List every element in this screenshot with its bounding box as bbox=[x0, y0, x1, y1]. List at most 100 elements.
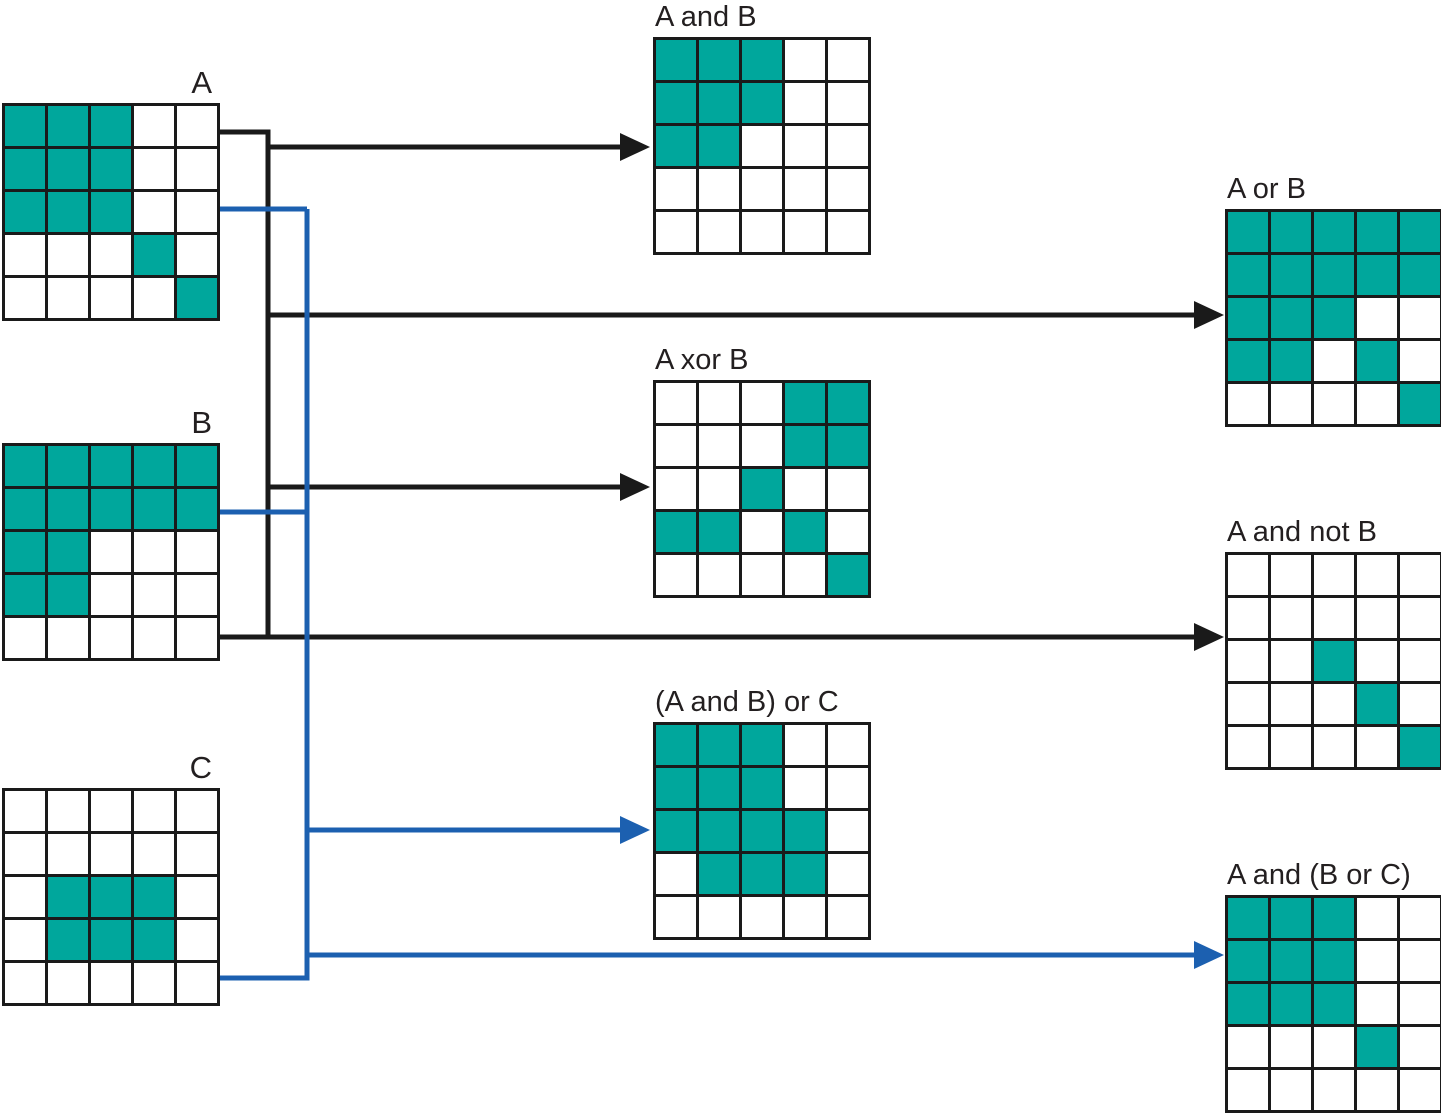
output-a-and-b-or-c-2-cell-r3c4 bbox=[1400, 1027, 1440, 1067]
arrowhead-a-and-not-b-icon bbox=[1194, 623, 1224, 651]
output-a-and-b-or-c-2-cell-r0c0 bbox=[1228, 898, 1268, 938]
output-a-and-b-cell-r0c2 bbox=[742, 40, 782, 80]
input-b-cell-r2c4 bbox=[177, 532, 217, 572]
output-a-and-b-or-c-cell-r1c4 bbox=[828, 768, 868, 808]
input-a-cell-r4c2 bbox=[91, 278, 131, 318]
output-a-and-b-or-c-2-cell-r0c3 bbox=[1357, 898, 1397, 938]
output-a-and-not-b-cell-r2c4 bbox=[1400, 641, 1440, 681]
grid-input-a-label: A bbox=[191, 65, 212, 100]
output-a-xor-b-cell-r2c4 bbox=[828, 469, 868, 509]
output-a-and-not-b-cell-r1c0 bbox=[1228, 598, 1268, 638]
grid-output-a-and-b-or-c-label: (A and B) or C bbox=[655, 686, 839, 718]
input-a-cell-r3c2 bbox=[91, 235, 131, 275]
output-a-or-b-cell-r0c1 bbox=[1271, 212, 1311, 252]
input-b-cell-r3c1 bbox=[48, 575, 88, 615]
input-c-cell-r2c1 bbox=[48, 877, 88, 917]
output-a-and-not-b-cell-r4c4 bbox=[1400, 727, 1440, 767]
output-a-and-not-b-cell-r3c3 bbox=[1357, 684, 1397, 724]
output-a-xor-b-cell-r2c2 bbox=[742, 469, 782, 509]
input-b-cell-r4c2 bbox=[91, 618, 131, 658]
output-a-and-b-cell-r2c0 bbox=[656, 126, 696, 166]
blue-connector-network bbox=[217, 206, 1224, 981]
output-a-and-b-or-c-2-cell-r0c1 bbox=[1271, 898, 1311, 938]
input-c-cell-r3c0 bbox=[5, 920, 45, 960]
output-a-and-not-b-cell-r1c2 bbox=[1314, 598, 1354, 638]
arrowhead-a-and-b-or-c-icon bbox=[620, 816, 650, 844]
input-c-cell-r0c4 bbox=[177, 791, 217, 831]
output-a-xor-b-cell-r0c3 bbox=[785, 383, 825, 423]
input-c-cell-r4c0 bbox=[5, 963, 45, 1003]
output-a-and-b-or-c-2-cell-r2c0 bbox=[1228, 984, 1268, 1024]
output-a-and-b-or-c-2-cell-r1c4 bbox=[1400, 941, 1440, 981]
input-b-cell-r1c2 bbox=[91, 489, 131, 529]
output-a-and-b-or-c-2-cell-r1c3 bbox=[1357, 941, 1397, 981]
output-a-xor-b-cell-r1c4 bbox=[828, 426, 868, 466]
output-a-and-b-cell-r0c4 bbox=[828, 40, 868, 80]
output-a-and-not-b-cell-r4c0 bbox=[1228, 727, 1268, 767]
input-b-cell-r2c2 bbox=[91, 532, 131, 572]
output-a-and-b-cell-r1c0 bbox=[656, 83, 696, 123]
input-c-cell-r1c3 bbox=[134, 834, 174, 874]
output-a-and-not-b-cell-r3c1 bbox=[1271, 684, 1311, 724]
input-b-cell-r3c4 bbox=[177, 575, 217, 615]
output-a-or-b-cell-r1c4 bbox=[1400, 255, 1440, 295]
output-a-and-b-cell-r4c1 bbox=[699, 212, 739, 252]
output-a-and-b-or-c-2-cell-r4c1 bbox=[1271, 1070, 1311, 1110]
output-a-and-b-or-c-2-cell-r3c2 bbox=[1314, 1027, 1354, 1067]
input-b-cell-r2c1 bbox=[48, 532, 88, 572]
output-a-or-b-cell-r1c1 bbox=[1271, 255, 1311, 295]
output-a-and-b-cell-r0c3 bbox=[785, 40, 825, 80]
input-c-cell-r0c1 bbox=[48, 791, 88, 831]
grid-output-a-or-b-cells bbox=[1225, 209, 1441, 427]
output-a-or-b-cell-r3c2 bbox=[1314, 341, 1354, 381]
output-a-and-b-cell-r2c2 bbox=[742, 126, 782, 166]
grid-output-a-xor-b: A xor B bbox=[653, 346, 871, 598]
output-a-xor-b-cell-r0c1 bbox=[699, 383, 739, 423]
input-a-cell-r0c3 bbox=[134, 106, 174, 146]
output-a-or-b-cell-r2c0 bbox=[1228, 298, 1268, 338]
output-a-and-b-or-c-cell-r4c4 bbox=[828, 897, 868, 937]
output-a-and-not-b-cell-r0c4 bbox=[1400, 555, 1440, 595]
input-c-cell-r2c4 bbox=[177, 877, 217, 917]
input-b-cell-r1c1 bbox=[48, 489, 88, 529]
output-a-xor-b-cell-r3c2 bbox=[742, 512, 782, 552]
input-c-cell-r1c0 bbox=[5, 834, 45, 874]
output-a-or-b-cell-r0c3 bbox=[1357, 212, 1397, 252]
input-b-cell-r0c3 bbox=[134, 446, 174, 486]
grid-input-a: A bbox=[2, 67, 220, 321]
output-a-xor-b-cell-r3c4 bbox=[828, 512, 868, 552]
input-a-cell-r4c3 bbox=[134, 278, 174, 318]
output-a-and-not-b-cell-r1c1 bbox=[1271, 598, 1311, 638]
output-a-and-not-b-cell-r1c4 bbox=[1400, 598, 1440, 638]
input-a-cell-r1c3 bbox=[134, 149, 174, 189]
output-a-and-b-cell-r4c3 bbox=[785, 212, 825, 252]
input-b-cell-r0c4 bbox=[177, 446, 217, 486]
output-a-xor-b-cell-r4c3 bbox=[785, 555, 825, 595]
grid-output-a-and-b-or-c-2-label: A and (B or C) bbox=[1227, 859, 1411, 891]
input-a-cell-r2c3 bbox=[134, 192, 174, 232]
output-a-and-b-or-c-2-cell-r0c4 bbox=[1400, 898, 1440, 938]
input-c-cell-r0c3 bbox=[134, 791, 174, 831]
input-a-cell-r2c0 bbox=[5, 192, 45, 232]
grid-input-c-cells bbox=[2, 788, 220, 1006]
output-a-and-b-or-c-cell-r1c3 bbox=[785, 768, 825, 808]
input-b-cell-r4c1 bbox=[48, 618, 88, 658]
output-a-and-b-or-c-2-cell-r2c2 bbox=[1314, 984, 1354, 1024]
output-a-and-b-or-c-cell-r2c4 bbox=[828, 811, 868, 851]
input-c-cell-r3c3 bbox=[134, 920, 174, 960]
input-c-cell-r2c3 bbox=[134, 877, 174, 917]
input-a-cell-r4c1 bbox=[48, 278, 88, 318]
output-a-and-not-b-cell-r0c0 bbox=[1228, 555, 1268, 595]
output-a-and-not-b-cell-r4c1 bbox=[1271, 727, 1311, 767]
output-a-and-b-or-c-cell-r4c3 bbox=[785, 897, 825, 937]
input-c-cell-r2c0 bbox=[5, 877, 45, 917]
grid-output-a-and-b-label: A and B bbox=[655, 1, 757, 33]
output-a-and-b-cell-r4c2 bbox=[742, 212, 782, 252]
output-a-and-b-or-c-cell-r3c0 bbox=[656, 854, 696, 894]
input-c-cell-r0c2 bbox=[91, 791, 131, 831]
output-a-and-not-b-cell-r3c4 bbox=[1400, 684, 1440, 724]
input-c-cell-r2c2 bbox=[91, 877, 131, 917]
output-a-and-b-or-c-cell-r0c4 bbox=[828, 725, 868, 765]
